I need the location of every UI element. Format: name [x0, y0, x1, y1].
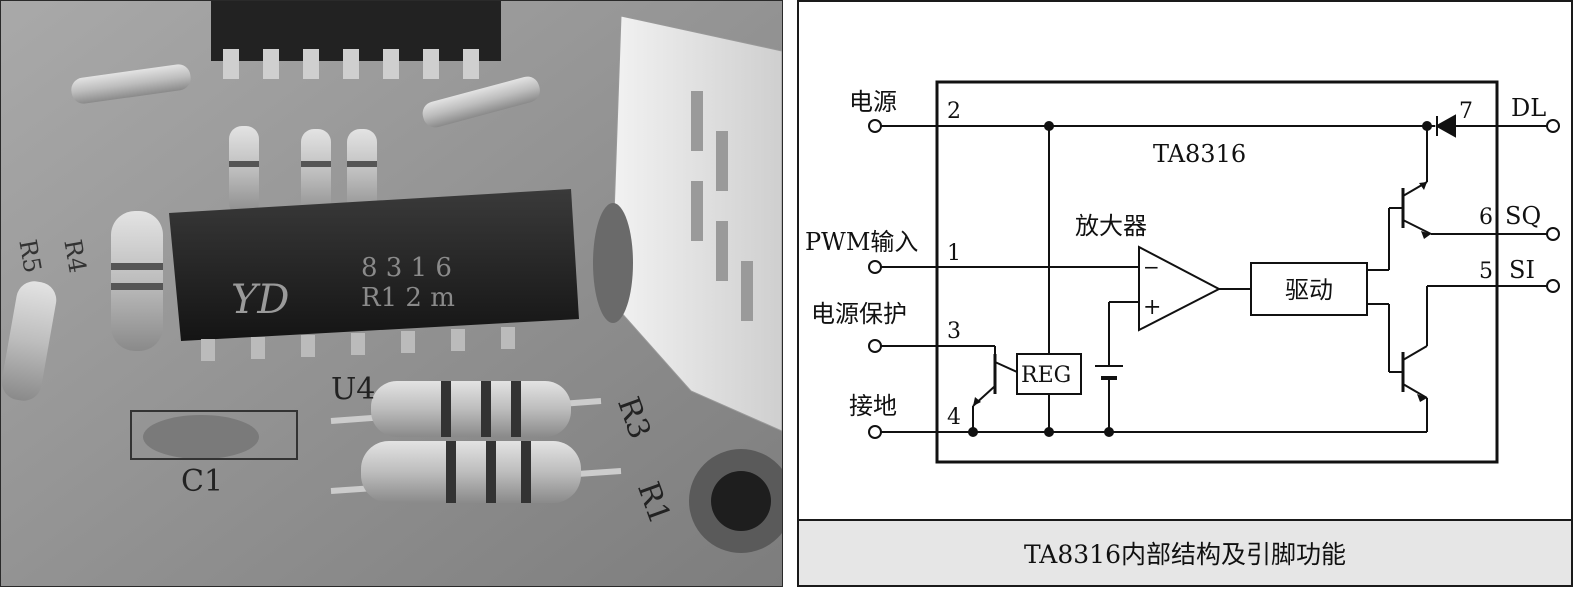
silk-label-r4: R4: [58, 237, 91, 275]
driver-box: [1250, 262, 1368, 316]
pin-5-number: 5: [1479, 259, 1493, 284]
white-connector: [610, 15, 782, 432]
pin-3-number: 3: [947, 319, 961, 344]
pin-1-terminal: [868, 260, 882, 274]
silk-label-r5: R5: [13, 237, 46, 275]
chip-logo: YD: [231, 277, 289, 323]
chip-print-line1: 8 3 1 6: [361, 253, 452, 283]
disc-capacitor: [593, 203, 633, 323]
top-ic: [211, 1, 501, 79]
silk-label-c1: C1: [181, 464, 223, 499]
pin-1-number: 1: [947, 241, 961, 266]
pin-5-name: SI: [1509, 256, 1535, 284]
pin-2-name: 电源: [849, 88, 897, 116]
pin-4-terminal: [868, 425, 882, 439]
amplifier-label: 放大器: [1075, 212, 1147, 240]
pin-7-number: 7: [1459, 99, 1473, 124]
pin-4-name: 接地: [849, 392, 897, 420]
capacitor-c1: [143, 415, 259, 459]
pin-3-terminal: [868, 339, 882, 353]
foreground-resistors: [330, 381, 622, 503]
reg-label: REG: [1021, 363, 1071, 388]
silk-label-u4: U4: [331, 372, 375, 407]
opamp-plus-sign: +: [1143, 295, 1161, 320]
sip-chip: YD 8 3 1 6 R1 2 m: [169, 189, 579, 361]
background-resistors: [1, 64, 540, 401]
pin-6-name: SQ: [1505, 202, 1541, 230]
junction-dots: [968, 121, 1432, 437]
pin-6-number: 6: [1479, 205, 1493, 230]
pin-4-number: 4: [947, 405, 961, 430]
pin-2-number: 2: [947, 99, 961, 124]
pin-7-name: DL: [1511, 94, 1546, 122]
pcb-photo-drawing: YD 8 3 1 6 R1 2 m U4 C1: [1, 1, 782, 586]
chip-name-label: TA8316: [1153, 140, 1246, 168]
pin-3-name: 电源保护: [811, 300, 907, 328]
pin-7-terminal: [1546, 119, 1560, 133]
pin-1-name: PWM输入: [805, 228, 918, 256]
figure-caption: TA8316内部结构及引脚功能: [799, 519, 1571, 585]
pin-6-terminal: [1546, 227, 1560, 241]
pin-5-terminal: [1546, 279, 1560, 293]
pcb-photo: YD 8 3 1 6 R1 2 m U4 C1: [0, 0, 783, 587]
chip-print-line2: R1 2 m: [361, 283, 455, 313]
opamp-triangle: [1138, 245, 1222, 332]
chip-outline: [935, 80, 1499, 464]
opamp-minus-sign: −: [1143, 255, 1160, 279]
circuit-diagram: 电源 2 PWM输入 1 电源保护 3 接地 4 7 DL 6 SQ 5 SI …: [805, 80, 1560, 464]
diode-icon: [1434, 114, 1456, 138]
pin-2-terminal: [868, 119, 882, 133]
reg-box: [1016, 353, 1082, 395]
circuit-diagram-panel: 电源 2 PWM输入 1 电源保护 3 接地 4 7 DL 6 SQ 5 SI …: [797, 0, 1573, 587]
driver-label: 驱动: [1285, 276, 1333, 304]
